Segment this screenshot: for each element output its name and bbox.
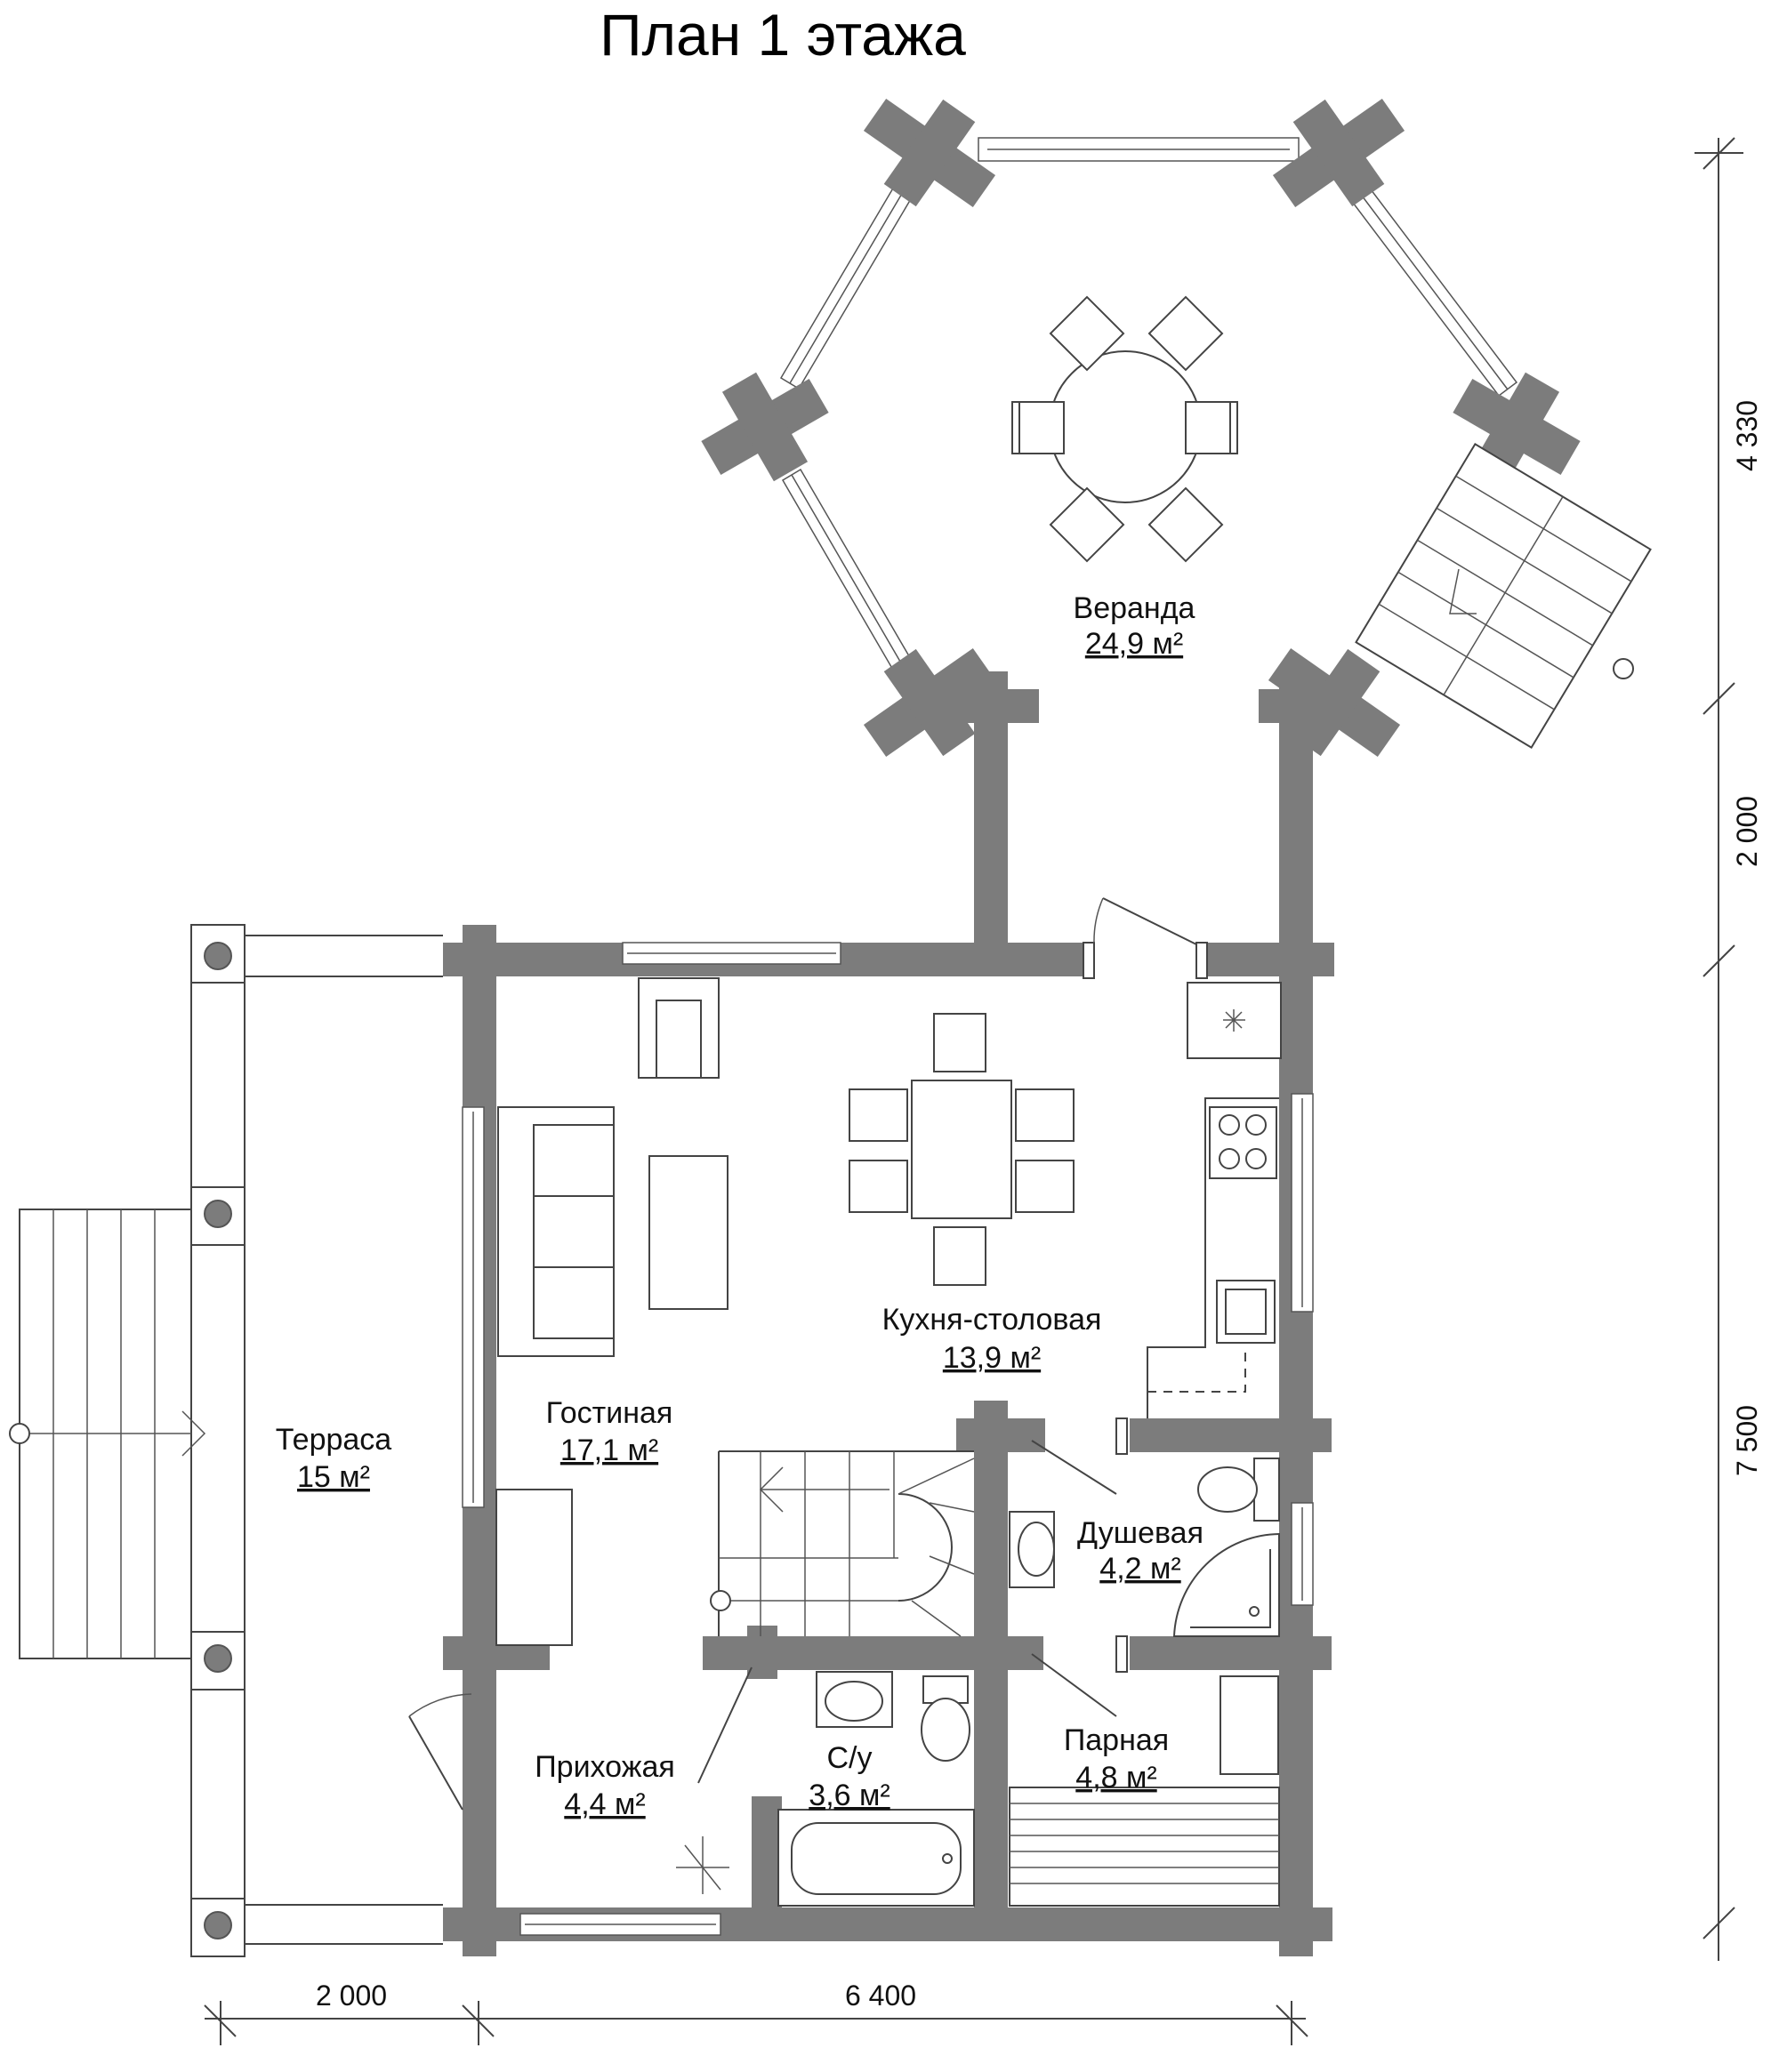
shower-tray: [1172, 1532, 1280, 1637]
room-area-veranda: 24,9 м²: [1085, 627, 1183, 661]
chair: [1185, 401, 1238, 454]
stove-heater: [1220, 1675, 1279, 1775]
room-name-terrace: Терраса: [276, 1423, 391, 1457]
door-swing: [1449, 568, 1477, 614]
room-area-living: 17,1 м²: [560, 1434, 658, 1467]
chair: [1011, 401, 1065, 454]
room-name-steam: Парная: [1064, 1723, 1169, 1757]
terrace-stairs: [9, 1209, 206, 1659]
chair: [1015, 1160, 1075, 1213]
interior-stairs: [710, 1450, 975, 1637]
terrace-posts: [190, 924, 246, 1957]
living-furniture: [495, 977, 729, 1646]
chair: [1049, 486, 1125, 563]
stair-start-marker: [1613, 658, 1634, 679]
armchair: [638, 977, 720, 1079]
shower-fixtures: [1009, 1458, 1280, 1637]
coffee-table: [648, 1155, 729, 1310]
house-windows: [462, 942, 1314, 1936]
kitchen-furniture: [849, 982, 1282, 1418]
dim-bottom-right: 6 400: [845, 1980, 916, 2012]
toilet: [921, 1698, 970, 1762]
connector-walls: [943, 671, 1340, 965]
room-name-kitchen: Кухня-столовая: [882, 1303, 1102, 1337]
washbasin: [816, 1671, 893, 1728]
terrace-structure: [9, 924, 443, 1957]
room-name-wc: С/у: [827, 1741, 873, 1775]
chair: [933, 1013, 986, 1072]
sofa: [497, 1106, 615, 1357]
room-area-terrace: 15 м²: [297, 1460, 370, 1494]
chair: [849, 1160, 908, 1213]
dimension-lines: 4 330 2 000 7 500 2 000 6 400: [204, 137, 1763, 2045]
room-area-shower: 4,2 м²: [1099, 1552, 1180, 1586]
chair: [933, 1226, 986, 1286]
doors: [408, 897, 1208, 1811]
cabinet: [495, 1489, 573, 1646]
bathtub: [777, 1809, 975, 1907]
room-area-wc: 3,6 м²: [809, 1779, 890, 1812]
veranda-stairs: [1355, 442, 1652, 750]
room-area-kitchen: 13,9 м²: [943, 1341, 1041, 1375]
room-labels: Веранда 24,9 м² Кухня-столовая 13,9 м² Г…: [276, 591, 1203, 1821]
room-area-hall: 4,4 м²: [564, 1787, 645, 1821]
dim-right-bottom: 7 500: [1731, 1405, 1763, 1476]
chair: [1147, 295, 1224, 372]
wc-fixtures: [676, 1671, 975, 1907]
dining-table: [911, 1080, 1012, 1219]
stove: [1209, 1106, 1277, 1179]
room-name-shower: Душевая: [1077, 1516, 1203, 1550]
room-name-living: Гостиная: [546, 1396, 673, 1430]
toilet: [1197, 1466, 1258, 1513]
chair: [1147, 486, 1224, 563]
sauna-bench: [1009, 1787, 1280, 1907]
dim-right-mid: 2 000: [1731, 796, 1763, 867]
veranda-windows: [779, 137, 1518, 673]
veranda-dining-set: [1011, 295, 1238, 563]
round-table: [1049, 350, 1202, 503]
steam-room-fixtures: [1009, 1675, 1280, 1907]
chair: [849, 1088, 908, 1142]
plan-title: План 1 этажа: [600, 2, 966, 68]
dim-right-top: 4 330: [1731, 400, 1763, 471]
dim-bottom-left: 2 000: [316, 1980, 387, 2012]
chair: [1015, 1088, 1075, 1142]
chair: [1049, 295, 1125, 372]
room-name-hall: Прихожая: [535, 1750, 675, 1784]
room-name-veranda: Веранда: [1074, 591, 1195, 625]
room-area-steam: 4,8 м²: [1075, 1761, 1156, 1795]
